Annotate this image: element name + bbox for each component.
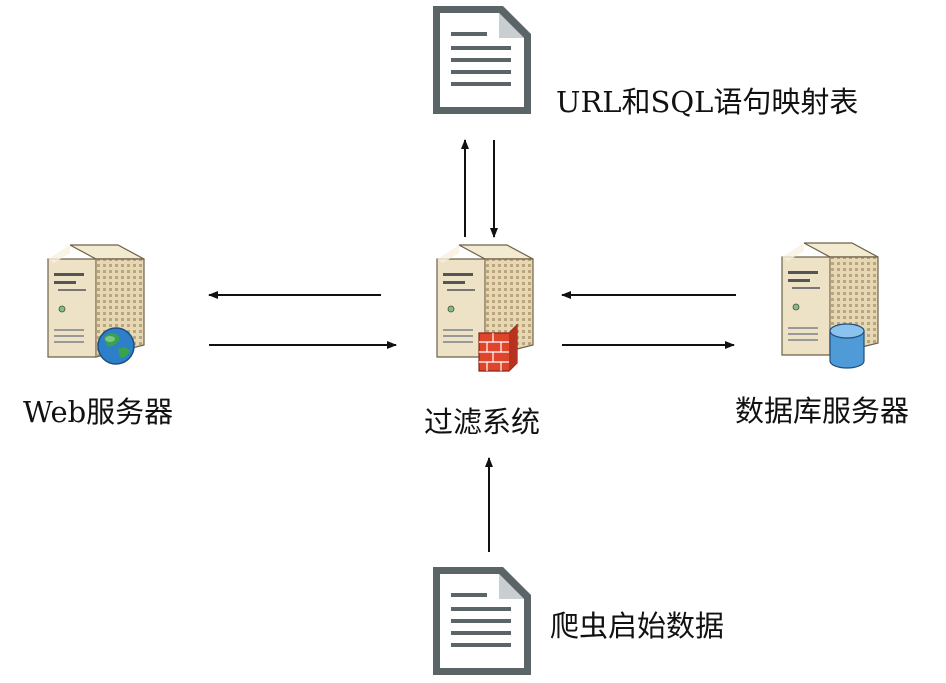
globe-icon [97, 327, 135, 365]
database-cylinder-icon [829, 323, 865, 369]
web-server-label: Web服务器 [23, 395, 174, 429]
filter-system-label: 过滤系统 [424, 405, 541, 439]
web-server-icon [47, 244, 145, 365]
crawler-data-label: 爬虫启始数据 [550, 609, 725, 643]
crawler-data-document-icon [433, 567, 531, 675]
mapping-table-label: URL和SQL语句映射表 [556, 85, 859, 119]
database-server-icon [781, 242, 879, 369]
filter-system-server-icon [436, 244, 534, 372]
db-server-label: 数据库服务器 [735, 394, 910, 428]
firewall-icon [478, 323, 518, 372]
mapping-table-document-icon [433, 6, 531, 114]
